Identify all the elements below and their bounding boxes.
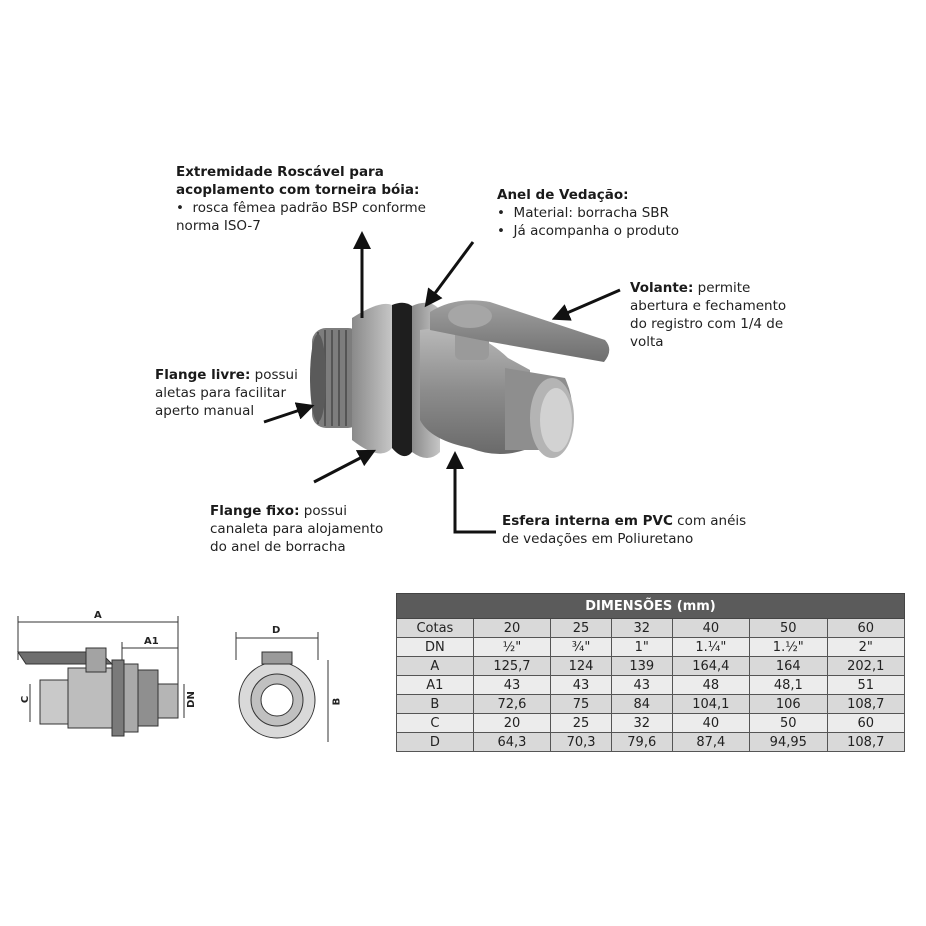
callout-flange-livre: Flange livre: possui aletas para facilit… xyxy=(155,366,300,420)
table-cell: 106 xyxy=(749,694,828,714)
table-cell: 164 xyxy=(749,656,828,676)
table-cell: 32 xyxy=(610,618,673,638)
dim-label-b: B xyxy=(331,697,343,706)
callout-anel: Anel de Vedação: Material: borracha SBR … xyxy=(497,186,717,240)
table-cell: D xyxy=(396,732,474,752)
callout-volante-title: Volante: xyxy=(630,280,694,296)
callout-flange-fixo: Flange fixo: possui canaleta para alojam… xyxy=(210,502,390,556)
table-cell: 79,6 xyxy=(610,732,673,752)
table-cell: 87,4 xyxy=(671,732,751,752)
callout-anel-title: Anel de Vedação: xyxy=(497,187,629,203)
table-cell: 43 xyxy=(610,675,673,695)
table-cell: C xyxy=(396,713,474,733)
table-row: Cotas 20 25 32 40 50 60 xyxy=(396,618,906,638)
callout-volante-text: permite abertura e fechamento do registr… xyxy=(630,280,787,350)
arrow-anel xyxy=(424,241,475,308)
table-cell: 51 xyxy=(826,675,906,695)
arrow-flange-fixo xyxy=(313,449,376,484)
table-cell: 1.¼" xyxy=(671,637,751,657)
table-cell: 108,7 xyxy=(826,694,906,714)
table-cell: 64,3 xyxy=(472,732,552,752)
dim-label-dn: DN xyxy=(185,691,197,708)
table-cell: 164,4 xyxy=(671,656,751,676)
table-cell: 20 xyxy=(472,713,552,733)
table-cell: 60 xyxy=(826,618,906,638)
table-cell: 50 xyxy=(749,713,828,733)
rubber-ring xyxy=(392,302,412,457)
table-cell: 104,1 xyxy=(671,694,751,714)
table-cell: DN xyxy=(396,637,474,657)
table-cell: 70,3 xyxy=(550,732,612,752)
table-cell: 43 xyxy=(472,675,552,695)
table-cell: 1" xyxy=(610,637,673,657)
callout-esfera-title: Esfera interna em PVC xyxy=(502,513,673,529)
callout-flange-fixo-title: Flange fixo: xyxy=(210,503,300,519)
dimensions-table-title: DIMENSÕES (mm) xyxy=(396,593,905,619)
table-cell: 72,6 xyxy=(472,694,552,714)
table-cell: 125,7 xyxy=(472,656,552,676)
table-cell: 1.½" xyxy=(749,637,828,657)
dim-label-a1: A1 xyxy=(144,636,159,647)
arrow-flange-livre xyxy=(263,402,315,424)
callout-flange-livre-text: possui aletas para facilitar aperto manu… xyxy=(155,367,298,419)
table-cell: 40 xyxy=(671,713,751,733)
table-cell: 48,1 xyxy=(749,675,828,695)
callout-esfera: Esfera interna em PVC com anéis de vedaç… xyxy=(502,512,762,548)
table-row: C 20 25 32 40 50 60 xyxy=(396,713,906,733)
table-row: A1 43 43 43 48 48,1 51 xyxy=(396,675,906,695)
table-cell: 94,95 xyxy=(749,732,828,752)
side-view-drawing xyxy=(17,616,185,737)
callout-anel-bullet-0: Material: borracha SBR xyxy=(497,205,669,221)
table-cell: 60 xyxy=(826,713,906,733)
arrow-volante xyxy=(551,288,621,321)
table-cell: 43 xyxy=(550,675,612,695)
table-row: DN ½" ¾" 1" 1.¼" 1.½" 2" xyxy=(396,637,906,657)
table-cell: 25 xyxy=(550,618,612,638)
valve-body xyxy=(420,328,530,454)
dim-label-a: A xyxy=(94,610,102,621)
dim-label-c: C xyxy=(20,695,32,704)
table-cell: 202,1 xyxy=(826,656,906,676)
callout-roscavel-bullet-0: rosca fêmea padrão BSP conforme norma IS… xyxy=(176,200,426,234)
table-cell: 50 xyxy=(749,618,828,638)
table-cell: 124 xyxy=(550,656,612,676)
table-cell: 48 xyxy=(671,675,751,695)
table-row: B 72,6 75 84 104,1 106 108,7 xyxy=(396,694,906,714)
table-cell: 32 xyxy=(610,713,673,733)
table-cell: B xyxy=(396,694,474,714)
outlet-socket xyxy=(505,368,574,458)
table-cell: 139 xyxy=(610,656,673,676)
callout-flange-fixo-text: possui canaleta para alojamento do anel … xyxy=(210,503,384,555)
table-cell: ¾" xyxy=(550,637,612,657)
dimensions-table: DIMENSÕES (mm) Cotas 20 25 32 40 50 60 D… xyxy=(396,593,906,752)
table-cell: 75 xyxy=(550,694,612,714)
table-cell: ½" xyxy=(472,637,552,657)
free-flange xyxy=(352,303,392,454)
callout-volante: Volante: permite abertura e fechamento d… xyxy=(630,279,790,351)
table-cell: 40 xyxy=(671,618,751,638)
table-cell: Cotas xyxy=(396,618,474,638)
handle-hub xyxy=(448,304,492,328)
table-cell: A1 xyxy=(396,675,474,695)
table-cell: A xyxy=(396,656,474,676)
table-row: D 64,3 70,3 79,6 87,4 94,95 108,7 xyxy=(396,732,906,752)
table-cell: 2" xyxy=(826,637,906,657)
table-cell: 25 xyxy=(550,713,612,733)
table-row: A 125,7 124 139 164,4 164 202,1 xyxy=(396,656,906,676)
table-cell: 20 xyxy=(472,618,552,638)
callout-anel-bullet-1: Já acompanha o produto xyxy=(497,223,679,239)
callout-flange-livre-title: Flange livre: xyxy=(155,367,251,383)
threaded-end xyxy=(310,328,362,428)
callout-roscavel-title: Extremidade Roscável para acoplamento co… xyxy=(176,164,420,198)
callout-esfera-text: com anéis de vedações em Poliuretano xyxy=(502,513,747,547)
table-cell: 108,7 xyxy=(826,732,906,752)
callout-roscavel: Extremidade Roscável para acoplamento co… xyxy=(176,163,436,235)
table-cell: 84 xyxy=(610,694,673,714)
front-view-drawing xyxy=(235,632,329,742)
arrow-esfera xyxy=(446,451,496,534)
dim-label-d: D xyxy=(272,625,281,636)
